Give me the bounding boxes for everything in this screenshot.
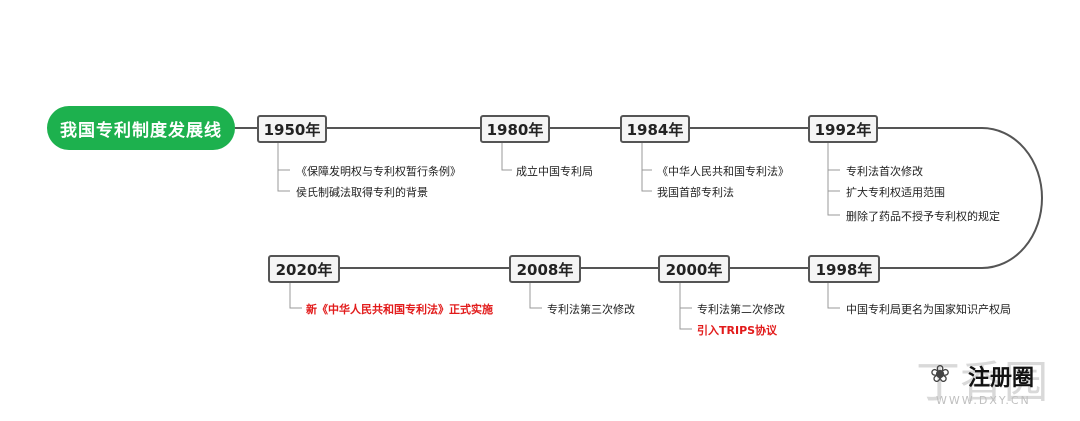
year-box-1950: 1950年 <box>257 115 327 143</box>
bracket-1950 <box>277 142 290 192</box>
year-box-1984: 1984年 <box>620 115 690 143</box>
bracket-1998 <box>827 282 840 309</box>
note-1992-1: 专利法首次修改 <box>846 165 923 178</box>
note-1950-2: 侯氏制碱法取得专利的背景 <box>296 186 428 199</box>
timeline-path <box>235 127 1043 269</box>
year-box-1980: 1980年 <box>480 115 550 143</box>
year-box-2008: 2008年 <box>509 255 581 283</box>
bracket-2008 <box>529 282 542 309</box>
note-1984-1: 《中华人民共和国专利法》 <box>657 165 789 178</box>
note-1980-1: 成立中国专利局 <box>516 165 593 178</box>
year-box-2000: 2000年 <box>658 255 730 283</box>
note-2000-2: 引入TRIPS协议 <box>697 324 778 337</box>
watermark-url: WWW.DXY.CN <box>936 394 1031 407</box>
watermark-name: 注册圈 <box>968 366 1035 391</box>
bracket-2020 <box>289 282 302 309</box>
note-2020-1: 新《中华人民共和国专利法》正式实施 <box>306 303 493 316</box>
note-1950-1: 《保障发明权与专利权暂行条例》 <box>296 165 461 178</box>
year-box-1992: 1992年 <box>808 115 878 143</box>
bracket-1992 <box>827 142 840 216</box>
note-1998-1: 中国专利局更名为国家知识产权局 <box>846 303 1011 316</box>
year-box-2020: 2020年 <box>268 255 340 283</box>
wechat-icon: ❀ <box>930 360 951 388</box>
note-1984-2: 我国首部专利法 <box>657 186 734 199</box>
note-2000-1: 专利法第二次修改 <box>697 303 785 316</box>
note-1992-3: 删除了药品不授予专利权的规定 <box>846 210 1000 223</box>
year-box-1998: 1998年 <box>808 255 880 283</box>
bracket-2000 <box>679 282 692 330</box>
bracket-1980 <box>501 142 512 171</box>
note-1992-2: 扩大专利权适用范围 <box>846 186 945 199</box>
diagram-title: 我国专利制度发展线 <box>47 106 235 150</box>
note-brackets <box>277 142 840 330</box>
note-2008-1: 专利法第三次修改 <box>547 303 635 316</box>
bracket-1984 <box>641 142 652 192</box>
watermark-logo: 丁香园 <box>916 357 1048 408</box>
